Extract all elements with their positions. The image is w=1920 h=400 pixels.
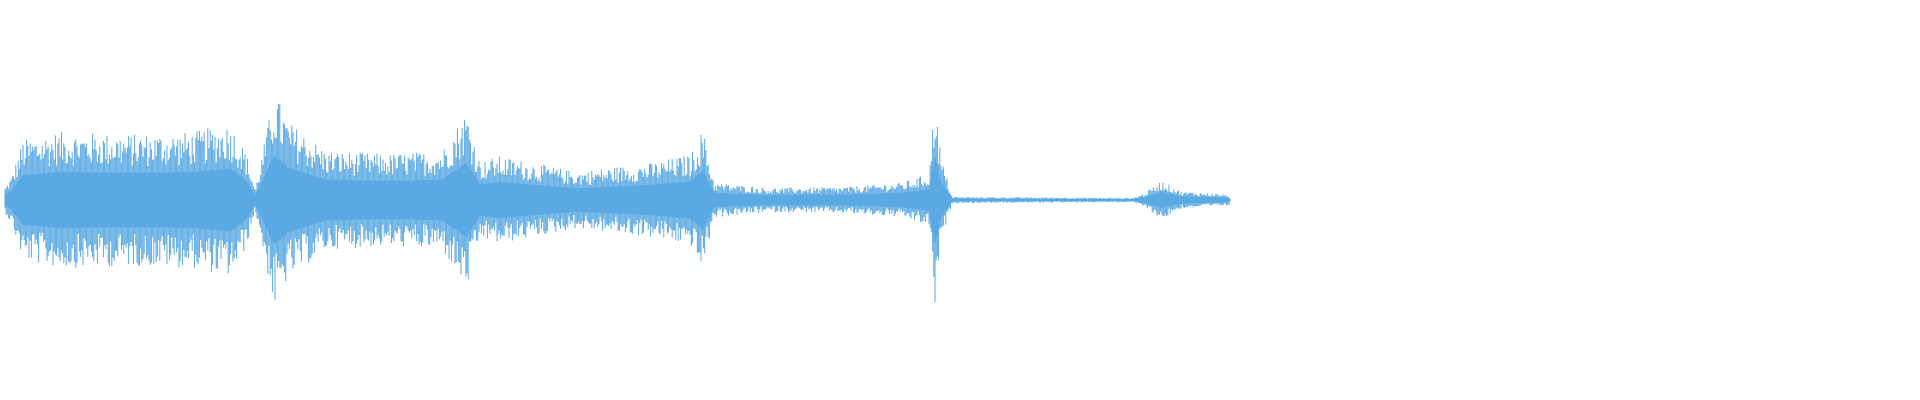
waveform-bars [4,104,1231,303]
